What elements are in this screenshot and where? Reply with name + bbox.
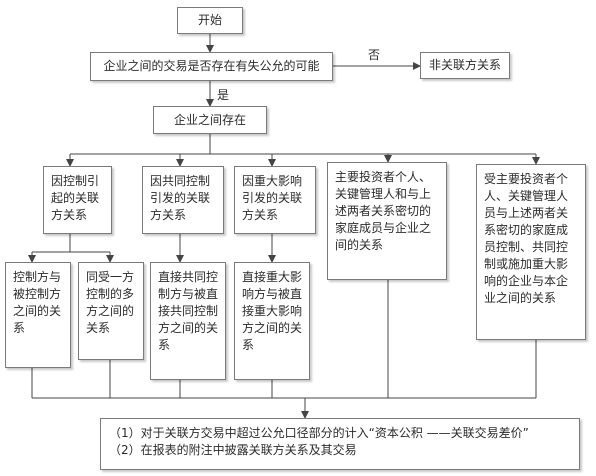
key-person-controlled-node: 受主要投资者个 人、关键管理人 员与上述两者关 系密切的家庭成 员控制、共同控 … [476, 164, 586, 340]
edge-label-no: 否 [368, 48, 381, 62]
key-person-node: 主要投资者个人、 关键管理人和与上 述两者关系密切的 家庭成员与企业之 间的关系 [327, 162, 447, 280]
edge-label-yes: 是 [217, 88, 230, 102]
non-related-node: 非关联方关系 [420, 52, 510, 79]
start-node: 开始 [177, 7, 243, 34]
influence-sub-node: 直接重大影 响方与被直 接重大影响 方之间的关 系 [234, 262, 310, 380]
joint-sub-node: 直接共同控 制方与被直 接共同控制 方之间的关 系 [150, 262, 226, 380]
joint-control-node: 因共同控制 引发的关联 方关系 [142, 166, 224, 234]
significant-influence-node: 因重大影响 引发的关联 方关系 [234, 166, 316, 234]
control-sub-b-node: 同受一方 控制的多 方之间的 关系 [78, 262, 144, 360]
result-line-2: （2）在报表的附注中披露关联方关系及其交易 [109, 443, 357, 457]
result-line-1: （1）对于关联方交易中超过公允口径部分的计入“资本公积 ——关联交易差价” [109, 426, 529, 440]
exists-node: 企业之间存在 [153, 106, 267, 134]
control-sub-a-node: 控制方与 被控制方 之间的关 系 [5, 262, 71, 368]
result-node: （1）对于关联方交易中超过公允口径部分的计入“资本公积 ——关联交易差价” （2… [100, 418, 580, 470]
decision-node: 企业之间的交易是否存在有失公允的可能 [90, 52, 333, 81]
control-relation-node: 因控制引 起的关联 方关系 [43, 166, 112, 234]
